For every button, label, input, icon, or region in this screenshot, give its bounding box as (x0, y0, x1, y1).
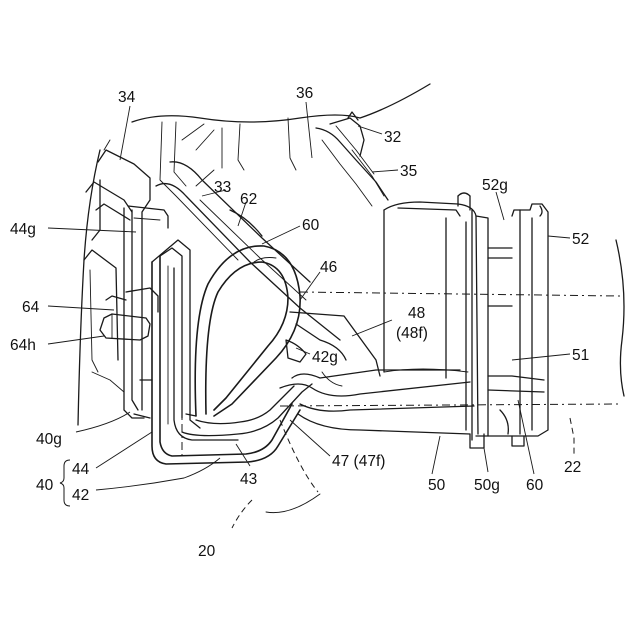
label-62: 62 (240, 191, 257, 208)
label-48f: (48f) (396, 325, 428, 342)
label-51: 51 (572, 347, 589, 364)
label-40: 40 (36, 477, 54, 494)
label-60-upper: 60 (302, 217, 320, 234)
label-60-lower: 60 (526, 477, 544, 494)
label-43: 43 (240, 471, 257, 488)
loop-60 (186, 246, 300, 416)
clip-42-44 (134, 240, 312, 464)
label-20: 20 (198, 543, 216, 560)
left-bracket-assembly (84, 150, 168, 418)
label-64: 64 (22, 299, 40, 316)
label-34: 34 (118, 89, 136, 106)
label-50g: 50g (474, 477, 500, 494)
reference-labels: 34 36 32 35 33 62 60 52g 52 44g 46 64 48… (10, 85, 589, 560)
label-40g: 40g (36, 431, 62, 448)
label-42g: 42g (312, 349, 338, 366)
housing-50 (384, 193, 524, 448)
vehicle-body-outline (78, 84, 430, 425)
label-42: 42 (72, 487, 89, 504)
label-64h: 64h (10, 337, 36, 354)
right-boundary (616, 240, 624, 396)
bracket-32-35 (316, 112, 388, 206)
label-35: 35 (400, 163, 417, 180)
label-52: 52 (572, 231, 589, 248)
label-22: 22 (564, 459, 581, 476)
label-33: 33 (214, 179, 231, 196)
label-48: 48 (408, 305, 425, 322)
label-32: 32 (384, 129, 401, 146)
label-47-47f: 47 (47f) (332, 453, 385, 470)
hose-47-48 (280, 312, 474, 434)
label-36: 36 (296, 85, 313, 102)
label-50: 50 (428, 477, 446, 494)
label-52g: 52g (482, 177, 508, 194)
label-44g: 44g (10, 221, 36, 238)
label-44: 44 (72, 461, 90, 478)
bracket-40 (60, 460, 70, 506)
label-46: 46 (320, 259, 337, 276)
